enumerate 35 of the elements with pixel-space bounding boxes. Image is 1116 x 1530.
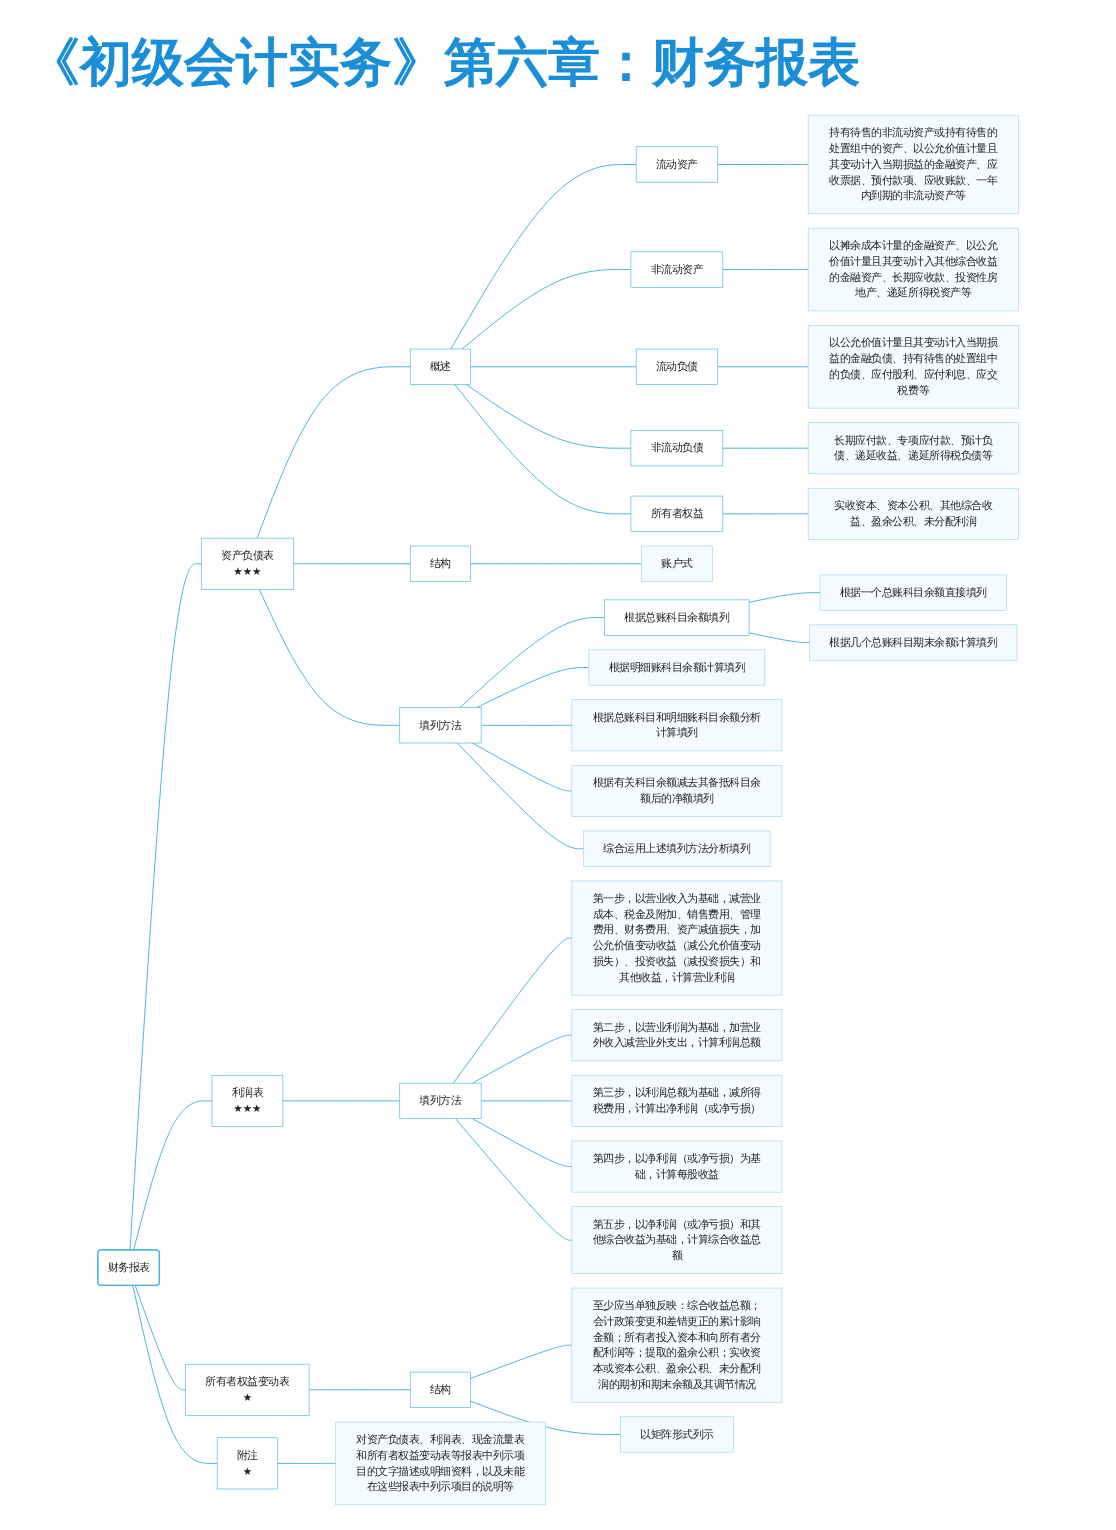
title: 《初级会计实务》第六章：财务报表 bbox=[28, 32, 862, 98]
connector bbox=[129, 563, 202, 1251]
connector bbox=[452, 937, 573, 1084]
connector bbox=[748, 592, 821, 603]
connector bbox=[308, 1389, 411, 1391]
connector bbox=[456, 742, 585, 850]
connector bbox=[277, 1462, 336, 1464]
connector bbox=[470, 1344, 573, 1379]
connector bbox=[480, 1100, 573, 1102]
connector bbox=[450, 164, 637, 350]
connector bbox=[470, 366, 637, 368]
connector bbox=[282, 1100, 401, 1102]
connector bbox=[722, 269, 809, 271]
connector bbox=[461, 269, 632, 350]
connector bbox=[454, 384, 632, 515]
connector bbox=[133, 1100, 213, 1251]
connector bbox=[256, 366, 411, 539]
connector bbox=[459, 617, 606, 709]
connector bbox=[471, 1034, 573, 1084]
connector bbox=[465, 384, 632, 449]
connector bbox=[134, 1285, 187, 1391]
connector bbox=[480, 724, 573, 726]
connector bbox=[292, 563, 411, 565]
connector bbox=[722, 447, 809, 449]
connector bbox=[470, 563, 642, 565]
connector bbox=[748, 632, 810, 644]
connector bbox=[717, 164, 809, 165]
connector bbox=[258, 588, 401, 726]
connector bbox=[132, 1285, 218, 1464]
connector bbox=[455, 1118, 573, 1241]
connector bbox=[471, 742, 573, 792]
connector bbox=[471, 1118, 573, 1168]
connector bbox=[717, 366, 809, 368]
connector bbox=[722, 513, 809, 515]
connector bbox=[476, 667, 590, 709]
